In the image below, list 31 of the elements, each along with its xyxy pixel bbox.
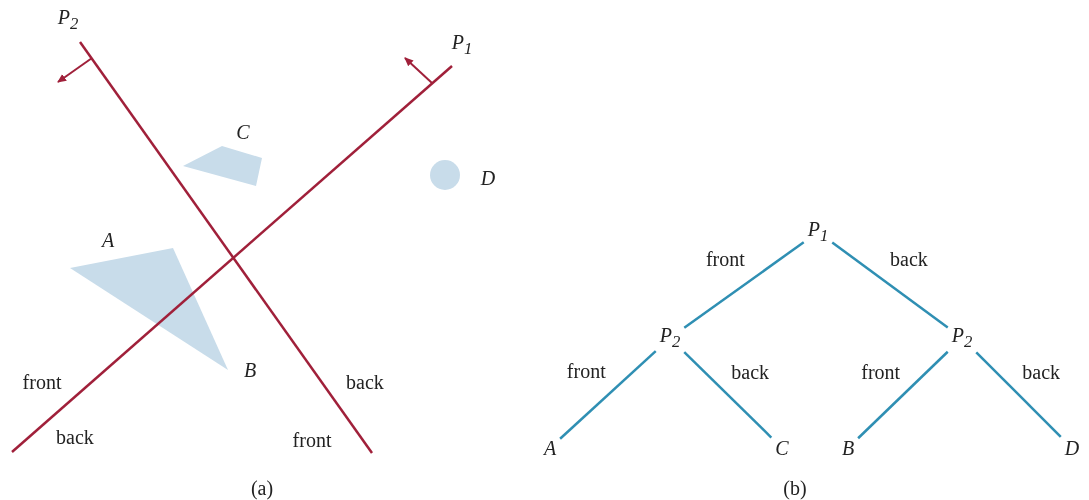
tree-node-label: D <box>1064 438 1080 458</box>
object-label: B <box>243 360 257 380</box>
edge-label: front <box>861 361 901 382</box>
edge-label: front <box>705 248 745 269</box>
tree-node-label: C <box>775 438 789 458</box>
plane-label: P$_{2}$ <box>57 7 79 33</box>
tree-branch <box>683 351 773 439</box>
side-label: back <box>346 372 384 392</box>
edge-label: back <box>731 361 770 382</box>
tree-node-label: P$_{2}$ <box>659 325 681 351</box>
tree-node-label: P$_{1}$ <box>807 219 829 245</box>
side-label: front <box>22 372 62 392</box>
object-label: D <box>480 168 496 188</box>
plane-label: P$_{1}$ <box>451 32 473 58</box>
tree-branch <box>559 350 657 440</box>
edge-label: back <box>890 249 928 270</box>
edge-label: back <box>1022 361 1060 382</box>
tree-branch <box>683 241 805 329</box>
object-label: C <box>236 122 250 142</box>
panel-caption: (b) <box>783 478 807 498</box>
side-label: front <box>292 430 332 450</box>
side-label: back <box>56 427 94 447</box>
tree-branch <box>857 350 949 440</box>
edge-label: front <box>566 361 606 382</box>
tree-node-label: A <box>543 438 557 458</box>
tree-node-label: P$_{2}$ <box>951 325 973 351</box>
tree-node-label: B <box>841 438 855 458</box>
tree-branch <box>831 241 949 329</box>
object-label: A <box>101 230 115 250</box>
panel-caption: (a) <box>250 478 274 498</box>
tree-branch <box>975 351 1062 438</box>
